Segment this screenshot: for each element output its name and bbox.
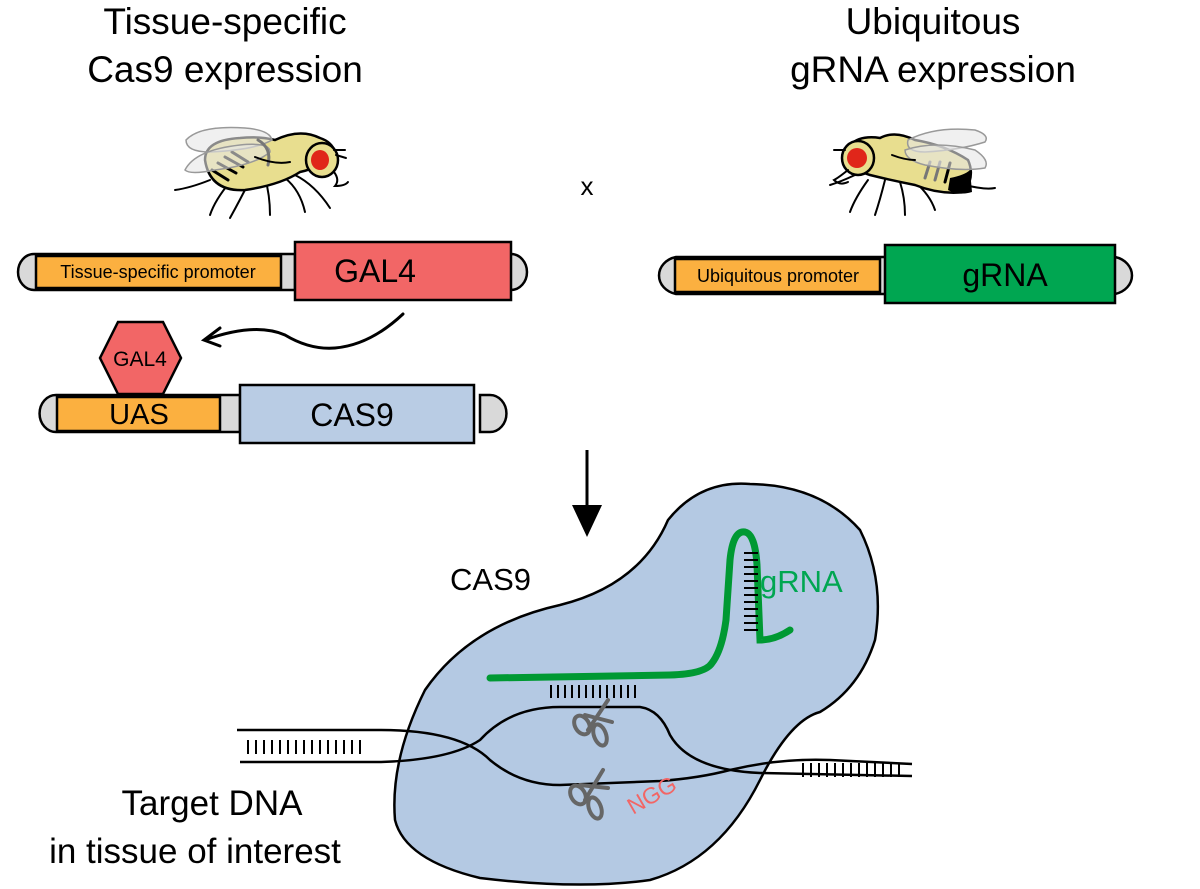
fly-left-icon [174, 126, 349, 219]
cas9-complex-label: CAS9 [450, 562, 531, 597]
ubiquitous-promoter-box [673, 257, 882, 294]
target-dna-line2: in tissue of interest [49, 832, 341, 871]
cas9-gene-label: CAS9 [310, 397, 394, 433]
dna-left-pairs [247, 740, 361, 754]
left-title-line1: Tissue-specific [103, 1, 346, 42]
construct-grna: Ubiquitous promoter gRNA [657, 243, 1134, 305]
grna-strand [486, 528, 794, 682]
construct-gal4: Tissue-specific promoter GAL4 [16, 240, 529, 302]
grna-complex-label: gRNA [760, 564, 843, 599]
right-title-line2: gRNA expression [790, 49, 1076, 90]
scissors-bottom-icon [568, 768, 610, 821]
cross-symbol: x [581, 171, 594, 201]
gal4-gene-box [293, 240, 513, 302]
grna-hairpin-pairs [744, 552, 758, 631]
target-dna-strands [237, 705, 913, 787]
ubiquitous-promoter-label: Ubiquitous promoter [697, 266, 859, 286]
gal4-protein-label: GAL4 [113, 348, 167, 371]
gal4-protein-hexagon: GAL4 [98, 320, 183, 396]
grna-gene-box [883, 243, 1117, 305]
target-dna-line1: Target DNA [122, 784, 304, 823]
left-title-line2: Cas9 expression [87, 49, 363, 90]
fly-right-icon [829, 128, 996, 216]
tissue-promoter-label: Tissue-specific promoter [60, 262, 255, 282]
dna-right-pairs [802, 763, 900, 777]
cas9-gene-box [238, 383, 476, 445]
grna-target-pairs [550, 685, 636, 698]
tissue-promoter-box [34, 254, 283, 290]
grna-gene-label: gRNA [962, 257, 1048, 293]
expression-arrow-icon [200, 312, 405, 350]
scissors-top-icon [572, 698, 614, 748]
gal4-gene-label: GAL4 [334, 253, 416, 289]
uas-label: UAS [109, 399, 169, 431]
right-title-line1: Ubiquitous [846, 1, 1021, 42]
cas9-protein-blob [393, 482, 880, 886]
uas-box [55, 395, 222, 433]
construct-cas9: UAS CAS9 [38, 383, 508, 445]
down-arrow-icon [572, 450, 602, 537]
